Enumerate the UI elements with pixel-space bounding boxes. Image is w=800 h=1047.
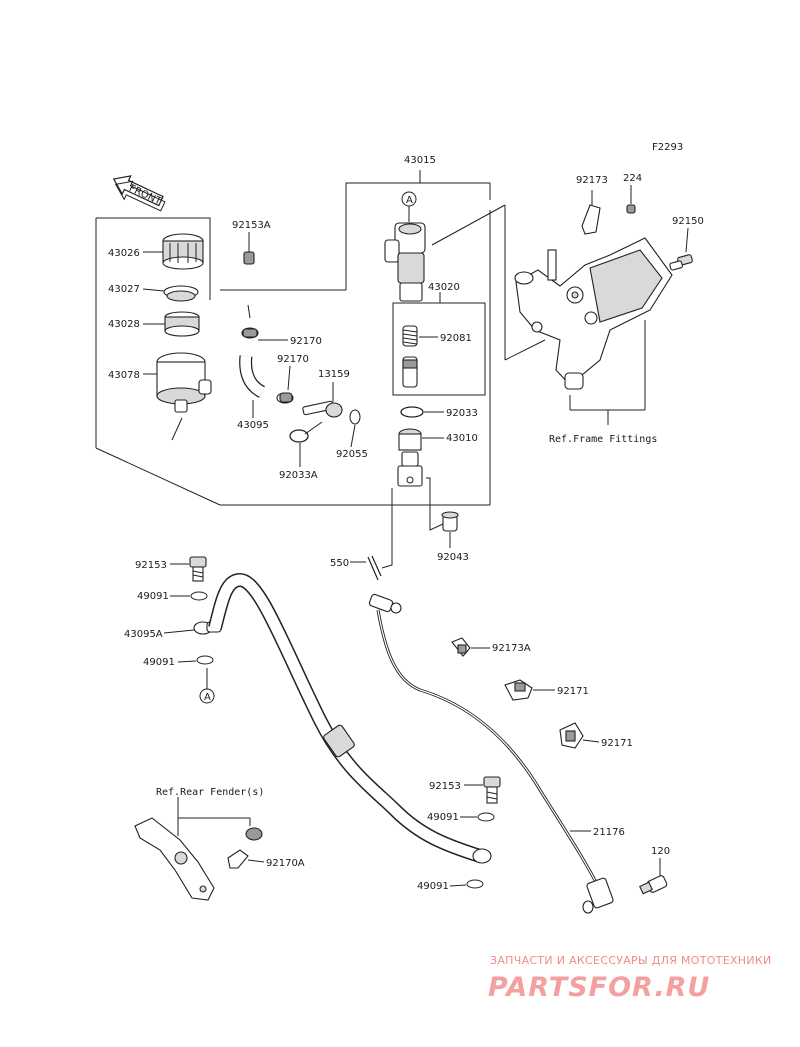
label-43020: 43020 <box>428 282 460 293</box>
piston <box>402 356 418 388</box>
bolt-92150 <box>669 227 693 271</box>
connector-13159 <box>302 400 343 418</box>
circlip-92033 <box>400 406 424 418</box>
label-43026: 43026 <box>108 248 140 259</box>
pin-92043 <box>426 477 459 532</box>
watermark-tagline: ЗАПЧАСТИ И АКСЕССУАРЫ ДЛЯ МОТОТЕХНИКИ <box>490 954 772 967</box>
ref-rear-fender: Ref.Rear Fender(s) <box>156 787 264 798</box>
screw-120 <box>639 858 668 895</box>
label-92153: 92153 <box>135 560 167 571</box>
label-92150: 92150 <box>672 216 704 227</box>
watermark-brand: PARTSFOR.RU <box>488 972 710 1003</box>
clamp-92171-lower <box>559 722 584 749</box>
bolt-92153-right <box>483 776 501 804</box>
diagram-id: F2293 <box>652 142 683 153</box>
label-92173: 92173 <box>576 175 608 186</box>
front-arrow-icon: FRONT <box>112 175 166 212</box>
o-ring-92055 <box>349 409 361 425</box>
label-92170-top: 92170 <box>290 336 322 347</box>
label-92081: 92081 <box>440 333 472 344</box>
label-550: 550 <box>330 558 349 569</box>
clamp-92171-upper <box>504 679 533 701</box>
label-92170A: 92170A <box>266 858 305 869</box>
screw-92153A <box>243 232 255 265</box>
label-43095A: 43095A <box>124 629 163 640</box>
svg-text:A: A <box>406 195 413 206</box>
label-120: 120 <box>651 846 670 857</box>
washer-49091-a <box>190 591 208 601</box>
screw-224 <box>626 185 636 214</box>
label-43095: 43095 <box>237 420 269 431</box>
brake-switch-cable-21176 <box>368 593 614 914</box>
label-43010: 43010 <box>446 433 478 444</box>
label-43015: 43015 <box>404 155 436 166</box>
clip-92173 <box>581 190 601 235</box>
label-49091-b: 49091 <box>143 657 175 668</box>
label-49091-a: 49091 <box>137 591 169 602</box>
circlip-92033A <box>289 421 323 443</box>
label-92171-lower: 92171 <box>601 738 633 749</box>
callout-a-top: A <box>401 191 417 222</box>
label-92033: 92033 <box>446 408 478 419</box>
master-cylinder-body <box>384 222 426 302</box>
reservoir-tank-43078 <box>156 352 212 441</box>
label-49091-d: 49091 <box>417 881 449 892</box>
label-43027: 43027 <box>108 284 140 295</box>
label-92153A: 92153A <box>232 220 271 231</box>
washer-49091-d <box>466 879 484 889</box>
spring-92081 <box>402 325 418 347</box>
reservoir-cap-43026 <box>162 233 204 270</box>
label-92055: 92055 <box>336 449 368 460</box>
boot-43010 <box>397 428 423 487</box>
label-43028: 43028 <box>108 319 140 330</box>
assembly-bracket-43015 <box>95 170 546 506</box>
cotter-pin-550 <box>367 488 393 581</box>
footrest-bracket <box>514 237 673 425</box>
kit-box-43020 <box>392 292 486 396</box>
callout-a-bottom: A <box>199 668 215 704</box>
washer-49091-c <box>477 812 495 822</box>
clamp-92173A <box>451 637 471 657</box>
hose-clamp-92170-lower <box>276 392 294 404</box>
label-92043: 92043 <box>437 552 469 563</box>
washer-49091-b <box>196 655 214 665</box>
label-92173A: 92173A <box>492 643 531 654</box>
label-13159: 13159 <box>318 369 350 380</box>
label-224: 224 <box>623 173 642 184</box>
brake-hose <box>208 572 492 864</box>
reservoir-hose-43095 <box>239 355 266 398</box>
diaphragm-43028 <box>164 311 200 337</box>
ref-frame-fittings: Ref.Frame Fittings <box>549 434 657 445</box>
bolt-92153 <box>189 556 207 582</box>
hose-clamp-92170-top <box>241 304 259 339</box>
label-43078: 43078 <box>108 370 140 381</box>
label-92153-right: 92153 <box>429 781 461 792</box>
label-92033A: 92033A <box>279 470 318 481</box>
label-92170-lower: 92170 <box>277 354 309 365</box>
label-21176: 21176 <box>593 827 625 838</box>
svg-text:A: A <box>204 692 211 703</box>
diaphragm-plate-43027 <box>163 285 199 302</box>
rear-fender-bracket <box>134 797 265 901</box>
label-92171-upper: 92171 <box>557 686 589 697</box>
label-49091-c: 49091 <box>427 812 459 823</box>
